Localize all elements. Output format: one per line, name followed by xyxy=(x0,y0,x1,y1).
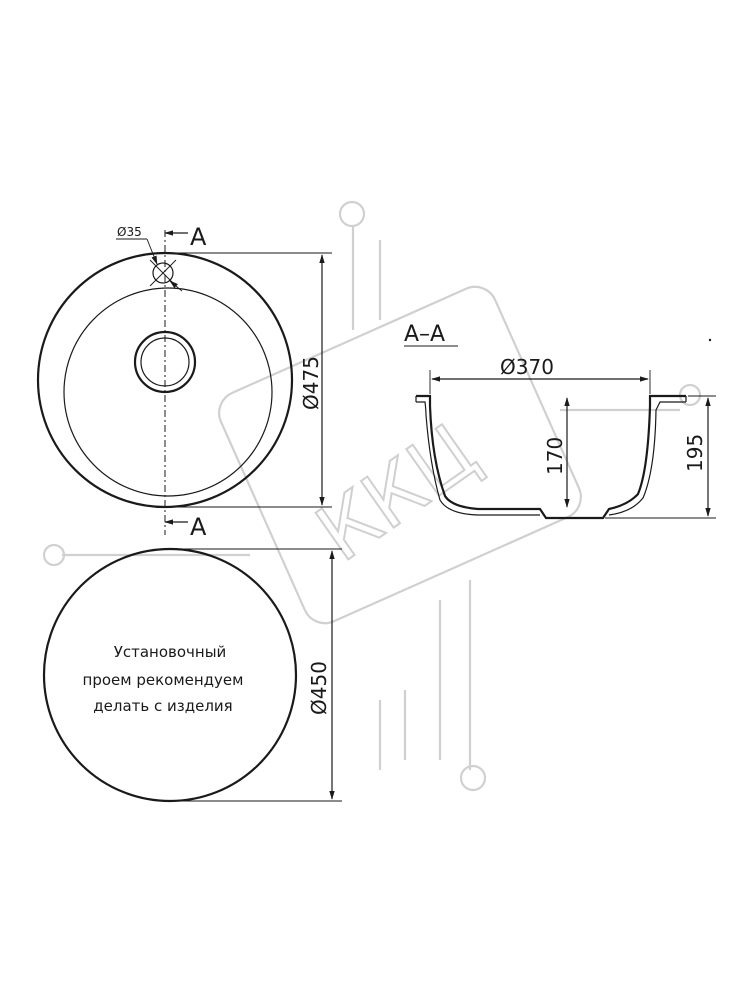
total-depth-label: 195 xyxy=(683,434,707,472)
outer-diameter-label: Ø475 xyxy=(299,356,323,410)
note-line-2: проем рекомендуем xyxy=(83,671,244,689)
section-mark-bottom: A xyxy=(190,513,207,541)
hole-diameter-label: Ø35 xyxy=(117,225,142,239)
cutout-diameter-label: Ø450 xyxy=(307,661,331,715)
section-view: A–A Ø370 170 195 xyxy=(404,322,716,520)
section-title: A–A xyxy=(404,322,445,347)
speck xyxy=(708,338,712,342)
top-view: A A Ø35 Ø475 xyxy=(36,223,332,541)
bowl-inner-circle xyxy=(63,287,273,497)
bowl-depth-label: 170 xyxy=(543,437,567,475)
cutout-circle xyxy=(42,547,298,803)
tap-hole xyxy=(152,262,174,284)
note-line-1: Установочный xyxy=(114,643,227,661)
bowl-profile-inner xyxy=(416,401,686,516)
watermark-text: ККЦ xyxy=(301,407,493,579)
note-line-3: делать с изделия xyxy=(93,697,232,715)
section-mark-top: A xyxy=(190,223,207,251)
bowl-diameter-label: Ø370 xyxy=(500,355,554,379)
cutout-view: Ø450 Установочный проем рекомендуем дела… xyxy=(42,547,342,803)
